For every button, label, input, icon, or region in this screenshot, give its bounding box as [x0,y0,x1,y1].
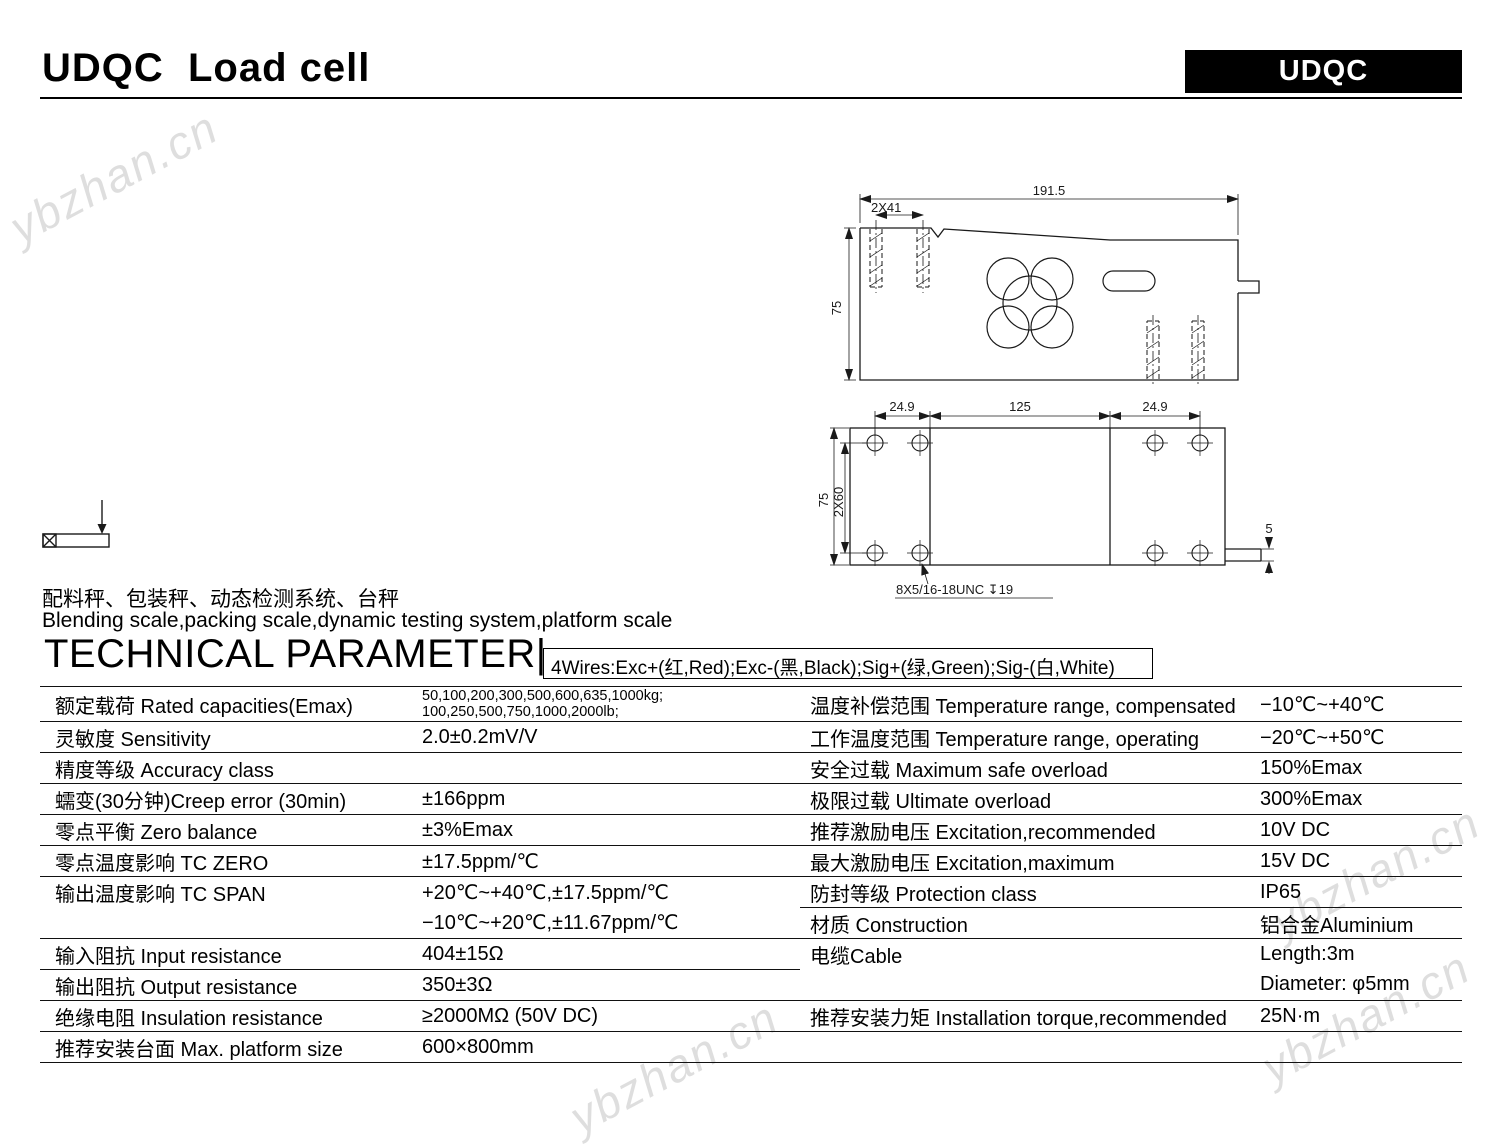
param-label: 推荐安装力矩 Installation torque,recommended [800,1000,1248,1031]
param-value: 50,100,200,300,500,600,635,1000kg; 100,2… [418,686,800,721]
param-value: ≥2000MΩ (50V DC) [418,1000,800,1031]
param-value: Diameter: φ5mm [1260,973,1410,995]
application-line-zh: 配料秤、包装秤、动态检测系统、台秤 [42,588,399,611]
page-title: UDQC Load cell [42,46,371,90]
table-row: 零点平衡 Zero balance ±3%Emax 推荐激励电压 Excitat… [40,814,1462,845]
profile-drawing-container: 191.5 2X41 75 [825,183,1265,403]
param-label: 工作温度范围 Temperature range, operating [800,721,1248,752]
dim-length: 191.5 [1033,183,1066,198]
param-label [800,1031,1248,1062]
param-value: 300%Emax [1248,783,1462,814]
param-label: 输入阻抗 Input resistance [40,938,418,969]
param-label: 灵敏度 Sensitivity [40,721,418,752]
profile-drawing: 191.5 2X41 75 [829,183,1260,387]
dim-height: 75 [818,493,831,507]
param-label: 温度补偿范围 Temperature range, compensated [800,686,1248,721]
brand-badge: UDQC [1185,50,1462,93]
param-value: −10℃~+20℃,±11.67ppm/℃ [422,912,679,934]
param-value: −10℃~+40℃ [1248,686,1462,721]
dim-row-spacing: 2X60 [831,487,846,517]
dim-hole-spacing: 2X41 [871,200,901,215]
load-direction-icon-container [38,497,118,564]
param-value-line: 100,250,500,750,1000,2000lb; [422,704,619,720]
table-row: 推荐安装台面 Max. platform size 600×800mm [40,1031,1462,1062]
param-label: 极限过载 Ultimate overload [800,783,1248,814]
param-label: 蠕变(30分钟)Creep error (30min) [40,783,418,814]
header-rule [40,97,1462,99]
dim-center: 125 [1009,399,1031,414]
table-row: 蠕变(30分钟)Creep error (30min) ±166ppm 极限过载… [40,783,1462,814]
param-label: 最大激励电压 Excitation,maximum [800,845,1248,876]
footprint-drawing: 24.9 125 24.9 75 2X60 5 8X5/16-18UNC ↧19 [816,399,1274,599]
param-value: 350±3Ω [418,969,800,1000]
bolt-holes [866,434,1209,562]
param-value: 铝合金Aluminium [1248,907,1462,938]
dim-right: 24.9 [1142,399,1167,414]
param-value: 2.0±0.2mV/V [418,721,800,752]
param-label: 推荐激励电压 Excitation,recommended [800,814,1248,845]
param-label: 防封等级 Protection class [800,876,1248,907]
param-label: 安全过载 Maximum safe overload [800,752,1248,783]
table-row: 精度等级 Accuracy class 安全过载 Maximum safe ov… [40,752,1462,783]
param-value: ±17.5ppm/℃ [418,845,800,876]
table-row: 输出温度影响 TC SPAN +20℃~+40℃,±17.5ppm/℃ 防封等级… [40,876,1462,907]
param-label: 输出温度影响 TC SPAN [40,876,418,907]
dim-height: 75 [829,301,844,315]
param-value: +20℃~+40℃,±17.5ppm/℃ [418,876,800,907]
param-value: 600×800mm [418,1031,800,1062]
table-row: 输出阻抗 Output resistance 350±3Ω Diameter: … [40,969,1462,1000]
param-value: −20℃~+50℃ [1248,721,1462,752]
param-value: 150%Emax [1248,752,1462,783]
dim-stub: 5 [1265,521,1272,536]
param-label [800,969,1248,1000]
watermark: ybzhan.cn [1,100,227,254]
application-line-en: Blending scale,packing scale,dynamic tes… [42,609,673,632]
table-row: 零点温度影响 TC ZERO ±17.5ppm/℃ 最大激励电压 Excitat… [40,845,1462,876]
param-value: ±3%Emax [418,814,800,845]
table-row: 灵敏度 Sensitivity 2.0±0.2mV/V 工作温度范围 Tempe… [40,721,1462,752]
param-value: IP65 [1248,876,1462,907]
param-value [418,752,800,783]
wires-note: 4Wires:Exc+(红,Red);Exc-(黑,Black);Sig+(绿,… [543,648,1153,679]
param-value: 10V DC [1248,814,1462,845]
param-label: 绝缘电阻 Insulation resistance [40,1000,418,1031]
param-value: 404±15Ω [418,938,800,969]
table-row: 绝缘电阻 Insulation resistance ≥2000MΩ (50V … [40,1000,1462,1031]
load-direction-icon [42,500,110,548]
param-value: 25N·m [1248,1000,1462,1031]
table-row: 额定载荷 Rated capacities(Emax) 50,100,200,3… [40,686,1462,721]
table-row: −10℃~+20℃,±11.67ppm/℃ 材质 Construction 铝合… [40,907,1462,938]
param-value: ±166ppm [418,783,800,814]
flexure-cutout [986,257,1156,349]
dim-left: 24.9 [889,399,914,414]
param-value-line: 50,100,200,300,500,600,635,1000kg; [422,687,664,704]
param-label: 材质 Construction [800,907,1248,938]
table-row: 输入阻抗 Input resistance 404±15Ω 电缆Cable Le… [40,938,1462,969]
param-label: 零点温度影响 TC ZERO [40,845,418,876]
param-value: Length:3m [1248,938,1462,969]
param-value [1248,1031,1462,1062]
param-value: 15V DC [1248,845,1462,876]
param-label: 推荐安装台面 Max. platform size [40,1031,418,1062]
section-title: TECHNICAL PARAMETER| [44,632,547,676]
param-label: 输出阻抗 Output resistance [40,969,418,1000]
param-label [40,907,418,938]
spec-table: 额定载荷 Rated capacities(Emax) 50,100,200,3… [40,686,1462,1063]
thread-spec-label: 8X5/16-18UNC ↧19 [896,582,1013,597]
param-label: 精度等级 Accuracy class [40,752,418,783]
param-label: 电缆Cable [800,938,1248,969]
param-label: 零点平衡 Zero balance [40,814,418,845]
param-label: 额定载荷 Rated capacities(Emax) [40,686,418,721]
footprint-drawing-container: 24.9 125 24.9 75 2X60 5 8X5/16-18UNC ↧19 [816,398,1278,615]
